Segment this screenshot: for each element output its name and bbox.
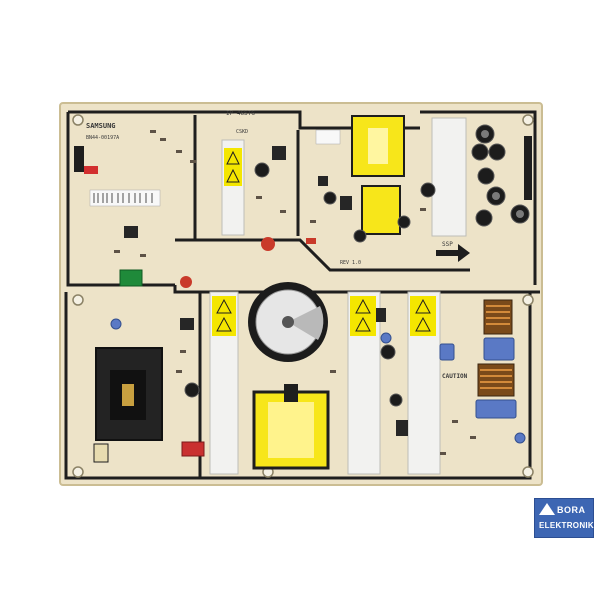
watermark-logo: BORA ELEKTRONIK — [534, 498, 594, 538]
red-parts — [180, 237, 316, 288]
barcode-sticker — [89, 129, 341, 207]
connectors — [74, 136, 532, 463]
bulk-capacitor — [248, 282, 328, 362]
board-code: BN44-00197A — [86, 135, 119, 141]
watermark-line1: BORA — [557, 505, 586, 515]
copper-traces — [64, 110, 540, 480]
sublabel: CSKD — [236, 129, 248, 135]
model-label: IP-46STG — [226, 110, 255, 117]
ssp-label: SSP — [442, 241, 453, 248]
ics — [124, 146, 408, 436]
capacitor-tops — [481, 130, 524, 218]
caution-label: CAUTION — [442, 373, 468, 380]
arrow-icon — [436, 244, 470, 262]
warning-labels — [212, 148, 436, 336]
watermark-line2: ELEKTRONIK — [539, 521, 594, 530]
barcode-lines — [93, 193, 153, 203]
transformer-main — [252, 384, 330, 470]
filter-capacitors — [110, 318, 526, 444]
brand-label: SAMSUNG — [86, 122, 116, 130]
transformer-standby — [95, 347, 163, 441]
small-components — [114, 130, 476, 455]
transformer-small — [351, 115, 405, 235]
triangle-icon — [539, 503, 555, 515]
chokes — [477, 299, 515, 397]
rev-label: REV 1.0 — [340, 260, 361, 266]
